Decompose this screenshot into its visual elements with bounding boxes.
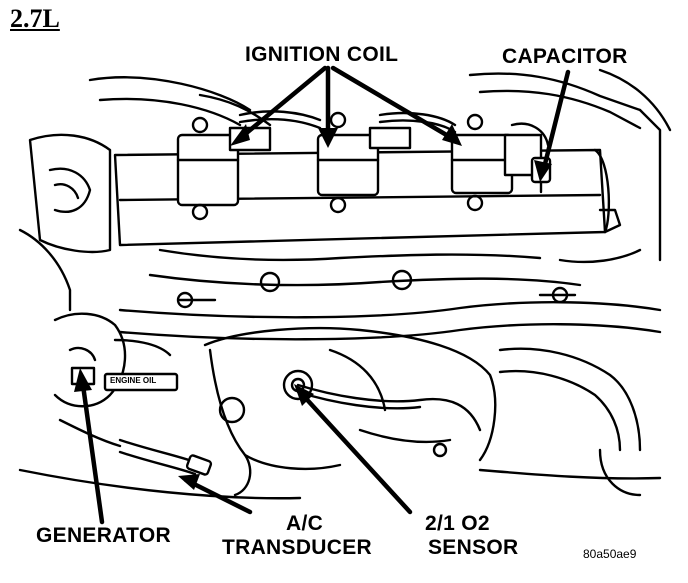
figure-title: 2.7L xyxy=(10,4,60,33)
leader-coil-1 xyxy=(235,65,328,143)
o2-sensor-label-line1: 2/1 O2 xyxy=(425,512,490,535)
capacitor-label: CAPACITOR xyxy=(502,45,628,68)
ac-transducer-label-line2: TRANSDUCER xyxy=(222,536,372,559)
leader-coil-3 xyxy=(330,65,458,143)
o2-sensor-wire xyxy=(296,383,482,432)
ac-line xyxy=(58,418,213,476)
ignition-coil-label: IGNITION COIL xyxy=(245,43,399,66)
arrowhead-capacitor xyxy=(534,160,552,182)
generator-label: GENERATOR xyxy=(36,524,171,547)
engine-oil-tag-shape xyxy=(103,372,179,392)
o2-sensor-label-line2: SENSOR xyxy=(428,536,519,559)
arrowhead-coil-2 xyxy=(318,128,338,148)
engine-oil-tag-text: ENGINE OIL xyxy=(110,376,157,385)
engine-block-left xyxy=(18,133,112,312)
leader-generator xyxy=(79,375,105,525)
transmission-housing xyxy=(203,326,497,497)
leader-lines xyxy=(79,65,571,525)
leader-o2-sensor xyxy=(297,389,413,515)
arrowhead-ac-transducer xyxy=(178,474,200,490)
ac-transducer-label-line1: A/C xyxy=(286,512,324,535)
arrowhead-generator xyxy=(74,368,92,392)
leader-ac-transducer xyxy=(183,477,253,515)
ignition-coil-pack-2 xyxy=(316,111,412,214)
ignition-coil-pack-3 xyxy=(450,113,543,212)
right-hoses xyxy=(498,248,642,497)
leader-capacitor xyxy=(540,69,571,175)
manifold-row xyxy=(148,248,582,309)
arrowhead-o2-sensor xyxy=(294,384,314,406)
ignition-coil-pack-1 xyxy=(176,116,272,221)
figure-code: 80a50ae9 xyxy=(583,547,637,561)
generator-part xyxy=(53,312,172,408)
upper-harness xyxy=(88,68,672,262)
arrowhead-coil-3 xyxy=(442,124,462,146)
arrowhead-coil-1 xyxy=(230,124,250,146)
lower-frame xyxy=(18,468,662,500)
arrowheads xyxy=(74,124,552,490)
